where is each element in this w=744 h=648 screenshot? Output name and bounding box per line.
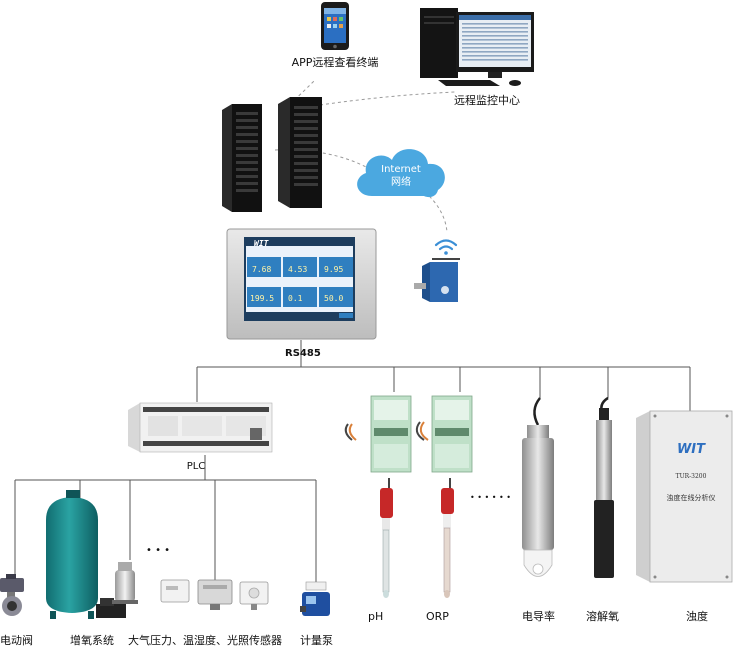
oxygen-tank-icon xyxy=(46,490,98,619)
label-monitor: 远程监控中心 xyxy=(454,93,520,107)
label-ph: pH xyxy=(368,610,383,623)
label-sensors: 大气压力、温湿度、光照传感器 xyxy=(128,633,282,647)
plc-unit-icon xyxy=(128,402,273,453)
label-internet: Internet xyxy=(381,164,421,175)
server-rack-icon xyxy=(278,97,322,208)
label-dissolved-oxygen: 溶解氧 xyxy=(586,609,619,623)
orp-transmitter-icon xyxy=(415,395,473,473)
hmi-reading: 50.0 xyxy=(324,294,343,303)
wireless-gateway-icon xyxy=(414,258,460,302)
hmi-touch-panel xyxy=(226,228,377,340)
turbidity-analyzer-icon: WIT TUR-3200 浊度在线分析仪 xyxy=(636,410,733,583)
label-network: 网络 xyxy=(391,175,411,188)
ph-transmitter-icon xyxy=(344,395,412,473)
label-conductivity: 电导率 xyxy=(522,609,555,623)
humidity-sensor-icon xyxy=(197,579,233,610)
turbidity-analyzer-name: 浊度在线分析仪 xyxy=(667,493,716,502)
ellipsis-small: • • • xyxy=(146,545,170,556)
pressure-sensor-icon xyxy=(160,579,190,603)
conductivity-probe-icon xyxy=(522,397,554,577)
turbidity-analyzer-model: TUR-3200 xyxy=(676,473,707,480)
metering-pump-icon xyxy=(300,581,330,616)
label-rs485: RS485 xyxy=(285,348,321,359)
internet-cloud-icon xyxy=(357,149,445,198)
label-pump: 计量泵 xyxy=(300,634,333,647)
hmi-reading: 0.1 xyxy=(288,294,303,303)
server-rack-icon xyxy=(222,104,262,212)
turbidity-analyzer-brand: WIT xyxy=(677,442,706,457)
hmi-reading: 199.5 xyxy=(250,294,274,303)
ellipsis-probe: • • • • • • xyxy=(470,493,511,502)
wifi-icon xyxy=(434,239,458,255)
label-app: APP远程查看终端 xyxy=(292,55,379,69)
hmi-reading: 4.53 xyxy=(288,265,307,274)
hmi-screen-text: WIT 7.68 4.53 9.95 199.5 0.1 50.0 xyxy=(250,239,343,303)
label-valve: 电动阀 xyxy=(0,633,33,647)
label-plc: PLC xyxy=(187,461,206,472)
light-sensor-icon xyxy=(239,581,269,610)
monitoring-computer-icon xyxy=(420,8,534,86)
label-turbidity: 浊度 xyxy=(686,609,708,623)
hmi-reading: 7.68 xyxy=(252,265,271,274)
compressor-icon xyxy=(96,562,138,618)
connection-lines xyxy=(14,340,691,582)
label-orp: ORP xyxy=(426,610,449,623)
smartphone-icon xyxy=(321,2,349,50)
label-oxygen-system: 增氧系统 xyxy=(70,633,114,647)
hmi-brand: WIT xyxy=(254,239,270,248)
dissolved-oxygen-probe-icon xyxy=(594,396,614,578)
electric-valve-icon xyxy=(0,574,24,616)
ph-electrode-icon xyxy=(380,478,393,598)
orp-electrode-icon xyxy=(441,478,454,598)
hmi-reading: 9.95 xyxy=(324,265,343,274)
diagram-labels: APP远程查看终端 远程监控中心 Internet 网络 RS485 PLC 电… xyxy=(0,55,708,647)
